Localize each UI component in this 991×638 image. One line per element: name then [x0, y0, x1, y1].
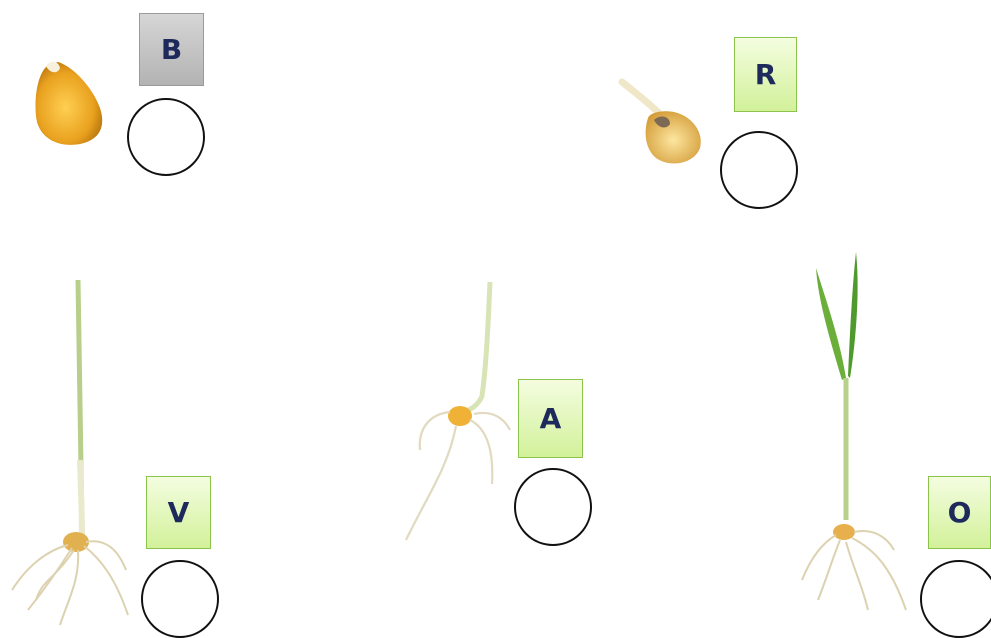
answer-circle-r[interactable]: [720, 131, 798, 209]
answer-circle-o[interactable]: [920, 560, 991, 638]
answer-circle-b[interactable]: [127, 98, 205, 176]
answer-circle-v[interactable]: [141, 560, 219, 638]
germinating-kernel-image: [618, 76, 710, 172]
answer-circle-a[interactable]: [514, 468, 592, 546]
corn-kernel-image: [28, 56, 108, 152]
seedling-early-root-image: [400, 278, 520, 546]
stage-label-b: B: [139, 13, 204, 86]
stage-label-o: O: [928, 476, 991, 549]
seedling-tall-shoot-image: [8, 280, 138, 630]
stage-label-v: V: [146, 476, 211, 549]
stage-label-a: A: [518, 379, 583, 458]
stage-label-r: R: [734, 37, 797, 112]
seedling-with-leaves-image: [796, 250, 926, 630]
